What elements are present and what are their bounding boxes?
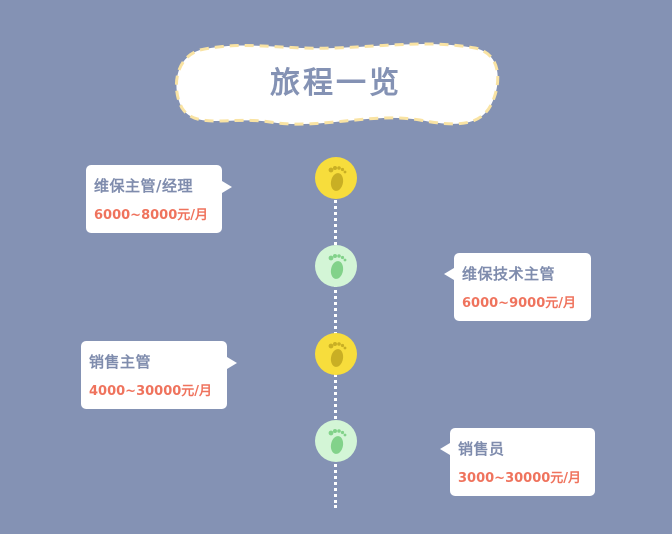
job-card-1: 维保主管/经理 6000~8000元/月 bbox=[86, 165, 232, 233]
job-salary: 6000~8000元/月 bbox=[94, 208, 209, 223]
footprint-icon bbox=[328, 254, 347, 279]
job-title: 维保主管/经理 bbox=[94, 177, 193, 195]
cloud-shape bbox=[174, 42, 500, 126]
job-salary: 6000~9000元/月 bbox=[462, 296, 577, 311]
page-title: 旅程一览 bbox=[270, 66, 402, 101]
timeline-node-4 bbox=[315, 420, 357, 462]
job-card-3: 销售主管 4000~30000元/月 bbox=[81, 341, 237, 409]
footprint-icon bbox=[328, 342, 347, 367]
timeline-node-3 bbox=[315, 333, 357, 375]
timeline-node-1 bbox=[315, 157, 357, 199]
footprint-icon bbox=[328, 429, 347, 454]
job-title: 维保技术主管 bbox=[462, 265, 556, 283]
job-salary: 3000~30000元/月 bbox=[458, 471, 582, 486]
job-title: 销售主管 bbox=[89, 353, 152, 371]
title-banner: 旅程一览 bbox=[170, 38, 502, 138]
timeline-node-2 bbox=[315, 245, 357, 287]
job-card-4: 销售员 3000~30000元/月 bbox=[440, 428, 595, 496]
job-salary: 4000~30000元/月 bbox=[89, 384, 213, 399]
footprint-icon bbox=[328, 166, 347, 191]
job-title: 销售员 bbox=[458, 440, 505, 458]
job-card-2: 维保技术主管 6000~9000元/月 bbox=[444, 253, 591, 321]
